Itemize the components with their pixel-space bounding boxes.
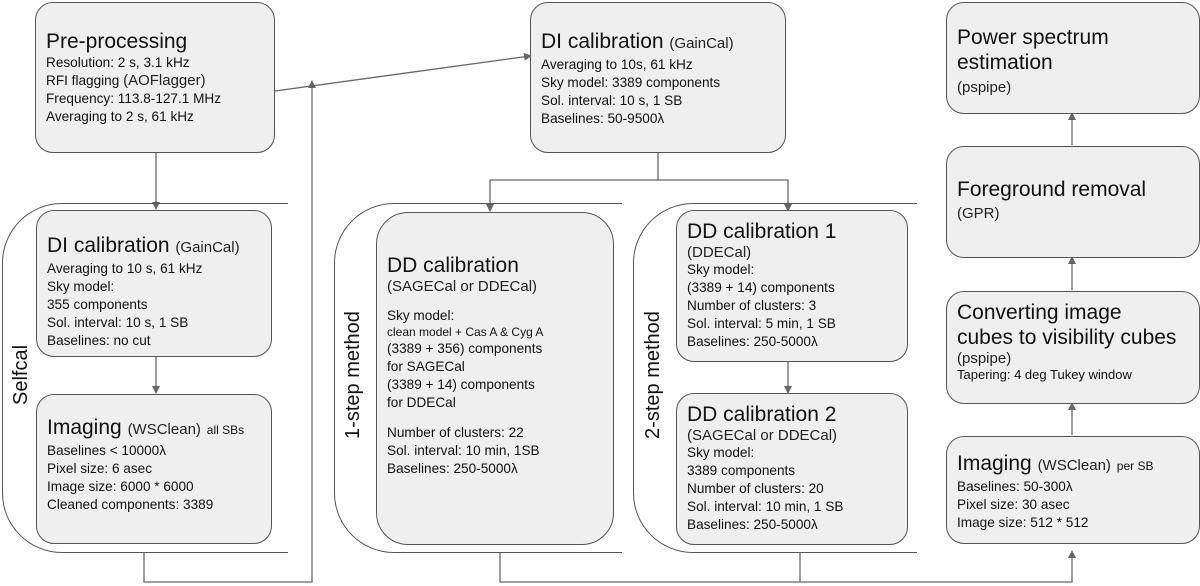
foreground-tool: (GPR) <box>957 205 1000 222</box>
onestep-group <box>334 203 622 553</box>
dd1-title: DD calibration 1 <box>687 220 837 243</box>
onestep-line: Number of clusters: 22 <box>387 425 524 440</box>
selfcal-group <box>2 203 288 553</box>
converting-tool: (pspipe) <box>957 350 1012 367</box>
rfi-tool: (AOFlagger) <box>123 72 206 89</box>
selfcal-di-title: DI calibration <box>47 234 170 257</box>
arrow-methods-merge <box>499 550 1076 583</box>
onestep-line: for SAGECal <box>387 359 465 374</box>
converting-title-2: cubes to visibility cubes <box>957 326 1177 349</box>
selfcal-imaging-line: Image size: 6000 * 6000 <box>47 479 194 494</box>
selfcal-di-line: Baselines: no cut <box>47 333 151 348</box>
imaging-sb-title: Imaging <box>957 452 1032 475</box>
onestep-line: for DDECal <box>387 395 456 410</box>
selfcal-di-line: 355 components <box>47 297 148 312</box>
onestep-dd-box: DD calibration (SAGECal or DDECal) Sky m… <box>376 212 614 545</box>
di-top-title: DI calibration <box>541 30 664 53</box>
selfcal-imaging-suffix: all SBs <box>206 423 245 437</box>
di-top-line: Sol. interval: 10 s, 1 SB <box>541 93 683 108</box>
imaging-sb-tool: (WSClean) <box>1037 457 1111 474</box>
power-title-2: estimation <box>957 51 1053 74</box>
di-top-tool: (GainCal) <box>669 35 734 52</box>
converting-line: Tapering: 4 deg Tukey window <box>957 367 1132 382</box>
dd1-tool: (DDECal) <box>687 244 752 261</box>
onestep-line: (3389 + 356) components <box>387 341 543 356</box>
onestep-tool-line: (SAGECal or DDECal) <box>387 278 538 295</box>
arrow-pre-to-di <box>274 52 532 92</box>
selfcal-di-line: Sky model: <box>47 279 115 294</box>
dd1-line: Sky model: <box>687 262 755 277</box>
di-top-line: Baselines: 50-9500λ <box>541 111 665 126</box>
di-top-line: Averaging to 10s, 61 kHz <box>541 57 693 72</box>
dd1-box: DD calibration 1 (DDECal) Sky model: (33… <box>676 210 908 362</box>
dd2-tool: (SAGECal or DDECal) <box>687 427 838 444</box>
onestep-line: (3389 + 14) components <box>387 377 535 392</box>
preprocessing-line: RFI flagging <box>46 73 120 88</box>
arrow-di-split <box>486 153 659 212</box>
foreground-box: Foreground removal (GPR) <box>946 146 1200 258</box>
imaging-sb-suffix: per SB <box>1116 459 1154 473</box>
foreground-title: Foreground removal <box>957 178 1147 201</box>
selfcal-di-line: Sol. interval: 10 s, 1 SB <box>47 315 189 330</box>
onestep-sky-detail: clean model + Cas A & Cyg A <box>387 325 544 339</box>
onestep-sky-label: Sky model: <box>387 308 455 323</box>
selfcal-imaging-title: Imaging <box>47 416 122 439</box>
imaging-sb-line: Baselines: 50-300λ <box>957 479 1073 494</box>
selfcal-label: Selfcal <box>10 344 32 406</box>
onestep-line: Sol. interval: 10 min, 1SB <box>387 443 540 458</box>
selfcal-imaging-line: Pixel size: 6 asec <box>47 461 153 476</box>
onestep-label: 1-step method <box>342 311 364 439</box>
dd1-line: Baselines: 250-5000λ <box>687 334 818 349</box>
selfcal-imaging-box: Imaging (WSClean) all SBs Baselines < 10… <box>36 394 272 544</box>
preprocessing-box: Pre-processing Resolution: 2 s, 3.1 kHz … <box>35 2 275 153</box>
converting-box: Converting image cubes to visibility cub… <box>946 291 1200 404</box>
di-top-line: Sky model: 3389 components <box>541 75 721 90</box>
arrow-di-split-right <box>658 179 792 212</box>
preprocessing-line: Frequency: 113.8-127.1 MHz <box>46 91 222 106</box>
selfcal-di-tool: (GainCal) <box>175 239 240 256</box>
power-spectrum-box: Power spectrum estimation (pspipe) <box>946 2 1200 114</box>
dd2-box: DD calibration 2 (SAGECal or DDECal) Sky… <box>676 393 908 545</box>
dd2-line: Number of clusters: 20 <box>687 481 824 496</box>
dd2-line: Baselines: 250-5000λ <box>687 517 818 532</box>
preprocessing-line: Averaging to 2 s, 61 kHz <box>46 109 194 124</box>
dd2-line: Sol. interval: 10 min, 1 SB <box>687 499 844 514</box>
twostep-group <box>633 203 917 553</box>
dd1-line: (3389 + 14) components <box>687 280 835 295</box>
imaging-per-sb-box: Imaging (WSClean) per SB Baselines: 50-3… <box>946 436 1200 544</box>
onestep-line: Baselines: 250-5000λ <box>387 461 518 476</box>
preprocessing-title: Pre-processing <box>46 30 188 53</box>
di-calibration-top-box: DI calibration (GainCal) Averaging to 10… <box>530 2 786 153</box>
dd2-title: DD calibration 2 <box>687 403 837 426</box>
power-title-1: Power spectrum <box>957 26 1109 49</box>
imaging-sb-line: Image size: 512 * 512 <box>957 515 1089 530</box>
selfcal-di-line: Averaging to 10 s, 61 kHz <box>47 261 203 276</box>
twostep-label: 2-step method <box>642 311 664 439</box>
arrow-selfcal-loop <box>143 80 316 583</box>
converting-title-1: Converting image <box>957 301 1122 324</box>
selfcal-imaging-line: Cleaned components: 3389 <box>47 497 214 512</box>
dd2-line: 3389 components <box>687 463 796 478</box>
imaging-sb-line: Pixel size: 30 asec <box>957 497 1070 512</box>
dd1-line: Sol. interval: 5 min, 1 SB <box>687 316 836 331</box>
selfcal-imaging-line: Baselines < 10000λ <box>47 443 167 458</box>
preprocessing-line: Resolution: 2 s, 3.1 kHz <box>46 55 190 70</box>
power-tool: (pspipe) <box>957 79 1012 96</box>
selfcal-imaging-tool: (WSClean) <box>127 421 201 438</box>
selfcal-di-box: DI calibration (GainCal) Averaging to 10… <box>36 210 272 357</box>
dd1-line: Number of clusters: 3 <box>687 298 817 313</box>
onestep-title: DD calibration <box>387 254 519 277</box>
dd2-line: Sky model: <box>687 445 755 460</box>
